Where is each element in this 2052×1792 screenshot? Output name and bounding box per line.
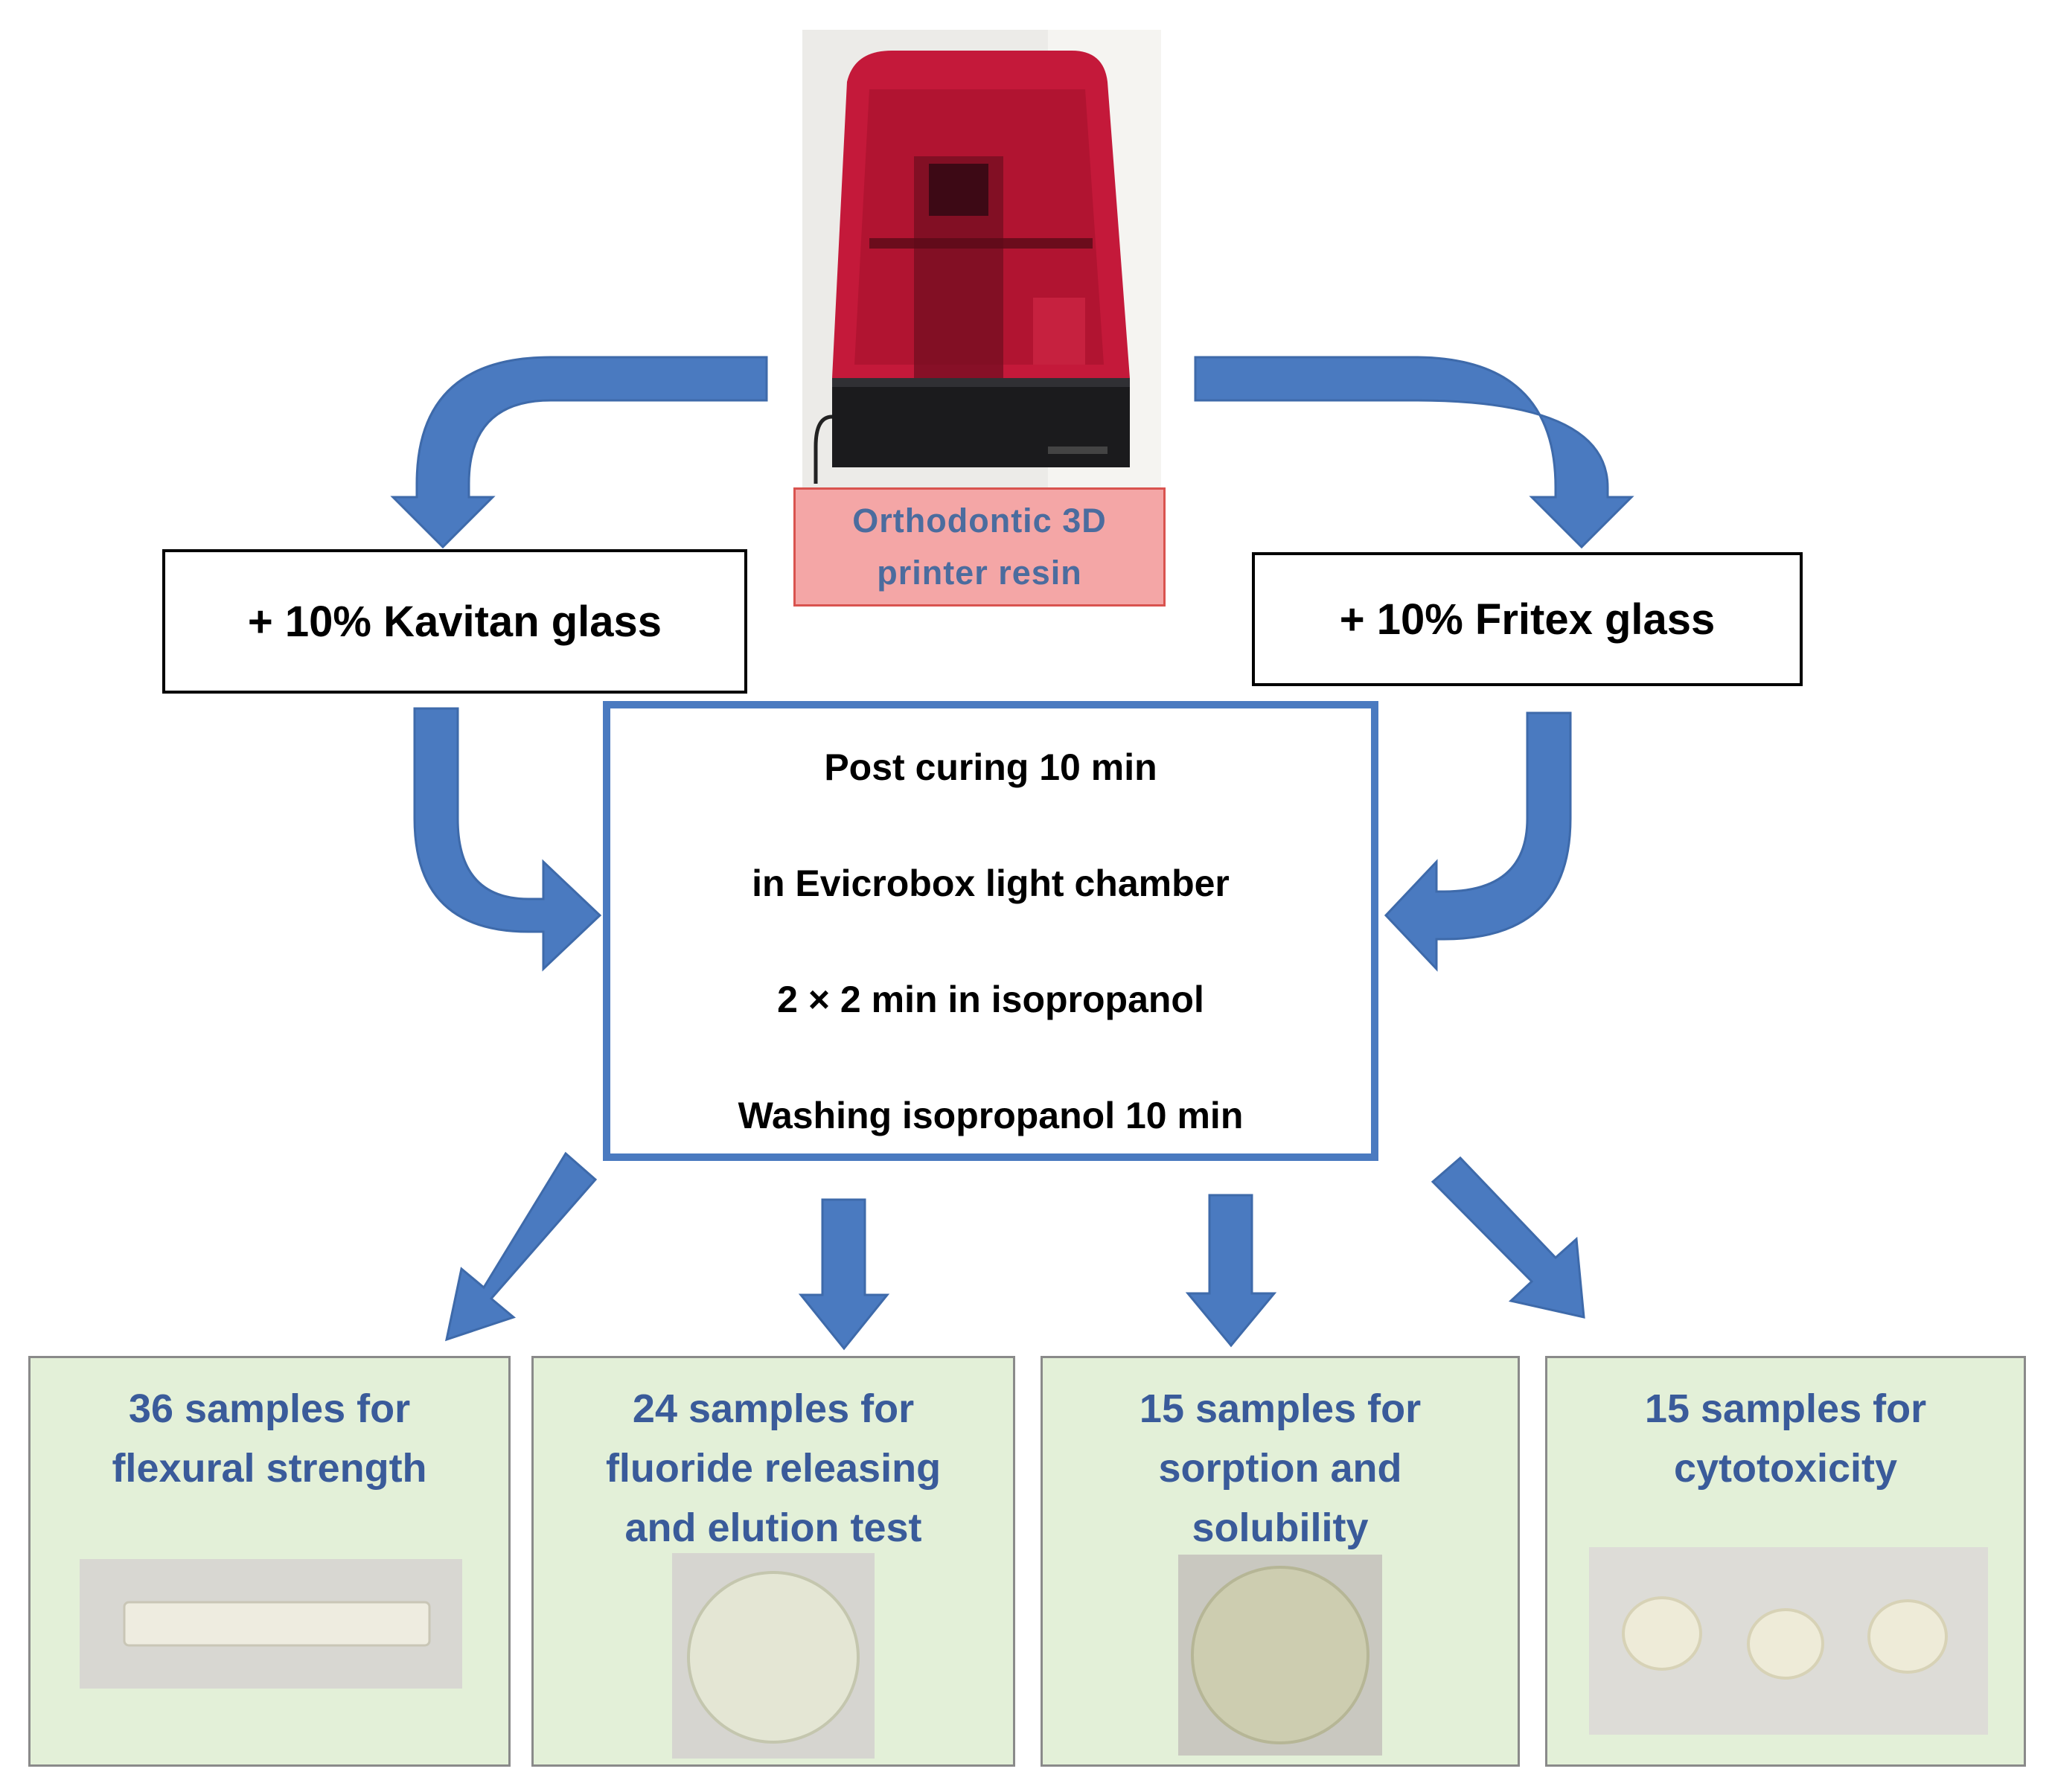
sample-title-line: 15 samples for: [1139, 1386, 1422, 1431]
sample-title-line: flexural strength: [112, 1446, 427, 1491]
arrow-to-sample-4: [1431, 1156, 1585, 1319]
sample-title-line: cytotoxicity: [1673, 1446, 1898, 1491]
sample-title-line: 24 samples for: [632, 1386, 915, 1431]
specimen-photo-disc: [672, 1553, 875, 1759]
sample-title-line: 15 samples for: [1644, 1386, 1927, 1431]
kavitan-glass-box: + 10% Kavitan glass: [162, 549, 747, 694]
specimen-photo-bar: [80, 1559, 462, 1689]
printer-illustration: [802, 30, 1161, 490]
sample-box-flexural: 36 samples for flexural strength: [28, 1356, 511, 1767]
process-step-4: Washing isopropanol 10 min: [738, 1095, 1244, 1136]
sample-box-sorption: 15 samples for sorption and solubility: [1041, 1356, 1520, 1767]
sample-box-fluoride: 24 samples for fluoride releasing and el…: [531, 1356, 1015, 1767]
arrow-kavitan-to-process: [413, 707, 602, 972]
arrow-to-sample-3: [1185, 1194, 1277, 1348]
fritex-glass-box: + 10% Fritex glass: [1252, 552, 1803, 686]
fritex-glass-label: + 10% Fritex glass: [1339, 595, 1716, 644]
process-step-2: in Evicrobox light chamber: [752, 863, 1230, 904]
arrow-to-sample-2: [798, 1198, 890, 1351]
process-box: Post curing 10 min in Evicrobox light ch…: [603, 701, 1378, 1161]
sample-title: 36 samples for flexural strength: [31, 1379, 508, 1498]
sample-title-line: 36 samples for: [128, 1386, 411, 1431]
sample-title-line: fluoride releasing: [605, 1446, 942, 1491]
sample-box-cytotoxicity: 15 samples for cytotoxicity: [1545, 1356, 2026, 1767]
resin-label-box: Orthodontic 3D printer resin: [793, 487, 1166, 607]
sample-title-line: solubility: [1192, 1505, 1369, 1550]
arrow-to-sample-1: [444, 1151, 598, 1342]
sample-title-line: sorption and: [1158, 1446, 1402, 1491]
printer-photo: [802, 30, 1161, 490]
specimen-photo-small-discs: [1589, 1547, 1988, 1735]
process-step-1: Post curing 10 min: [824, 746, 1157, 788]
resin-label-line-2: printer resin: [877, 554, 1082, 592]
arrow-to-kavitan: [390, 356, 768, 549]
resin-label-line-1: Orthodontic 3D: [852, 502, 1107, 540]
specimen-photo-disc: [1178, 1555, 1382, 1756]
arrow-to-fritex: [1194, 356, 1634, 549]
arrow-fritex-to-process: [1384, 711, 1572, 972]
sample-title-line: and elution test: [624, 1505, 922, 1550]
kavitan-glass-label: + 10% Kavitan glass: [247, 597, 662, 646]
sample-title: 15 samples for cytotoxicity: [1547, 1379, 2024, 1498]
sample-title: 24 samples for fluoride releasing and el…: [534, 1379, 1013, 1558]
sample-title: 15 samples for sorption and solubility: [1043, 1379, 1518, 1558]
process-step-3: 2 × 2 min in isopropanol: [777, 979, 1204, 1020]
